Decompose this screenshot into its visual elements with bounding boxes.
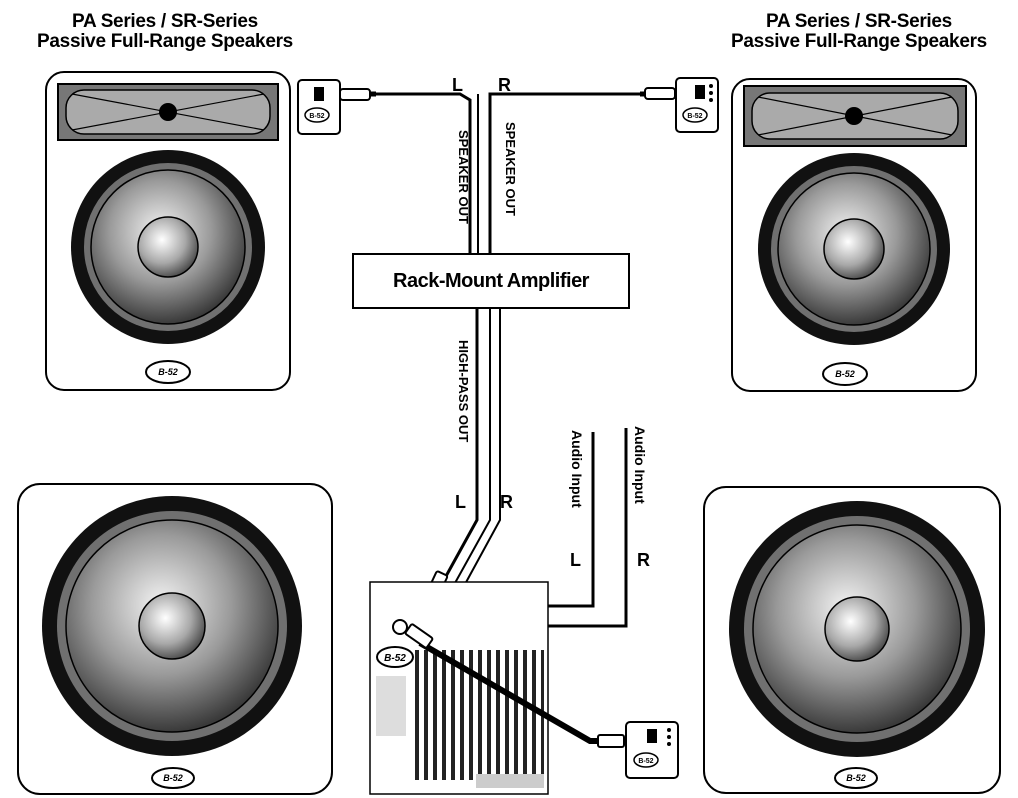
plate-logo: B-52 (687, 113, 702, 120)
woofer (71, 150, 265, 344)
speaker-out-l-letter: L (452, 75, 463, 95)
heatsink-fins (412, 650, 544, 780)
logo-text: B-52 (163, 773, 183, 783)
high-pass-r-letter: R (500, 492, 513, 512)
brand-logo: B-52 (822, 362, 868, 386)
brand-logo: B-52 (834, 767, 878, 789)
plate-logo: B-52 (309, 113, 324, 120)
high-pass-cables (443, 309, 501, 587)
left-speakers-heading: PA Series / SR-Series Passive Full-Range… (0, 12, 330, 52)
amplifier-label: Rack-Mount Amplifier (393, 269, 589, 292)
sub-input-plate: B-52 (625, 721, 679, 779)
woofer (729, 501, 985, 757)
left-speaker-input-plate: B-52 (297, 79, 341, 135)
left-heading-line2: Passive Full-Range Speakers (37, 31, 293, 52)
high-pass-out-label: HIGH-PASS OUT (456, 340, 471, 442)
audio-input-left-label: Audio Input (569, 430, 585, 508)
right-speaker-input-plate: B-52 (675, 77, 719, 133)
horn-tweeter (743, 85, 967, 147)
logo-text: B-52 (846, 773, 866, 783)
logo-text: B-52 (158, 367, 178, 377)
right-heading-line2: Passive Full-Range Speakers (731, 31, 987, 52)
module-logo: B-52 (384, 653, 406, 664)
power-knob (392, 619, 408, 635)
right-heading-line1: PA Series / SR-Series (766, 11, 952, 32)
audio-input-cables (538, 428, 628, 628)
brand-logo: B-52 (151, 767, 195, 789)
audio-input-right-label: Audio Input (632, 426, 648, 504)
audio-input-l-letter: L (570, 550, 581, 570)
left-heading-line1: PA Series / SR-Series (72, 11, 258, 32)
high-pass-l-letter: L (455, 492, 466, 512)
top-right-speaker: B-52 (731, 78, 977, 392)
bottom-left-subwoofer: B-52 (17, 483, 333, 795)
woofer (758, 153, 950, 345)
audio-input-r-letter: R (637, 550, 650, 570)
sub-link-connector-top (404, 623, 434, 649)
speaker-out-left-label: SPEAKER OUT (456, 130, 471, 224)
rear-panel-module: B-52 (369, 581, 549, 795)
speaker-out-right-label: SPEAKER OUT (503, 122, 518, 216)
brand-logo: B-52 (145, 360, 191, 384)
rack-mount-amplifier: Rack-Mount Amplifier (352, 253, 630, 309)
bottom-right-subwoofer: B-52 (703, 486, 1001, 794)
horn-tweeter (57, 83, 279, 141)
right-speakers-heading: PA Series / SR-Series Passive Full-Range… (700, 12, 1018, 52)
top-left-speaker: B-52 (45, 71, 291, 391)
left-speakon-connector (339, 88, 371, 101)
logo-text: B-52 (835, 369, 855, 379)
plate-logo: B-52 (638, 758, 653, 765)
woofer (42, 496, 302, 756)
speaker-out-r-letter: R (498, 75, 511, 95)
sub-link-connector-bottom (597, 734, 625, 748)
right-speakon-connector (644, 87, 676, 100)
